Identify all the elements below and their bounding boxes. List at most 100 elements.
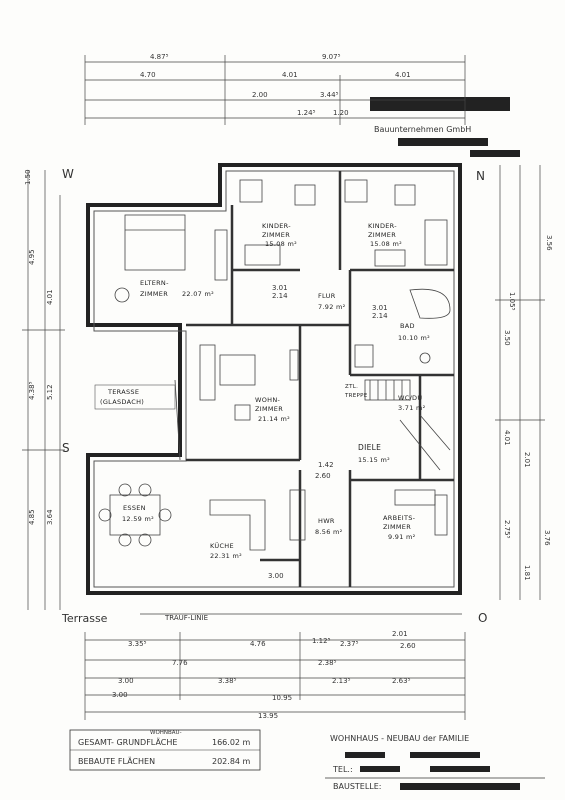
chair-kinder2: [394, 184, 416, 206]
essen-name: ESSEN: [123, 504, 146, 512]
shower-bad: [354, 344, 374, 368]
project-tel: TEL.:: [332, 765, 353, 774]
terasse-name2: (GLASDACH): [100, 398, 144, 406]
dim-right3: 1.05⁵: [508, 292, 516, 311]
dim-left2: 4.95: [28, 249, 36, 265]
dim-left6: 4.85: [28, 509, 36, 525]
kinder1-name2: ZIMMER: [262, 231, 290, 239]
kinder2-area: 15.08 m²: [370, 240, 402, 248]
dim-bot5: 2.01: [392, 630, 408, 638]
dim-top9: 1.20: [333, 109, 349, 117]
desk-arbeit: [394, 489, 436, 506]
gesamt-label: GESAMT- GRUNDFLÄCHE: [78, 737, 177, 747]
dim-bot9: 3.00: [118, 677, 134, 685]
tv-unit: [289, 349, 299, 381]
right-dimensions: [495, 165, 545, 600]
bed-kinder2: [374, 249, 406, 267]
dim-bot10: 3.38⁵: [218, 677, 237, 685]
wc-area: 3.71 m²: [398, 404, 426, 412]
company-label: Bauunternehmen GmbH: [374, 125, 471, 134]
flur-area: 7.92 m²: [318, 303, 346, 311]
dim-top6: 2.00: [252, 91, 268, 99]
hwr-name: HWR: [318, 517, 335, 525]
diele-diagonal: [399, 414, 451, 471]
compass-west: W: [62, 167, 74, 181]
compass-south: S: [62, 441, 70, 455]
wall-inner-lines: [93, 170, 455, 588]
kinder2-name2: ZIMMER: [368, 231, 396, 239]
dim-right6: 2.75⁵: [503, 520, 511, 539]
wohn-area: 21.14 m²: [258, 415, 290, 423]
dim-left3: 4.01: [46, 289, 54, 305]
sink-bad: [419, 352, 431, 364]
wardrobe-right: [424, 219, 448, 266]
dim-top3: 4.70: [140, 71, 156, 79]
dim-top8: 1.24⁵: [297, 109, 316, 117]
sofa-wohn: [219, 354, 256, 386]
dim-top2: 9.07⁵: [322, 53, 341, 61]
kueche-name: KÜCHE: [210, 541, 234, 550]
terasse-name: TERASSE: [107, 388, 139, 396]
flur-name: FLUR: [318, 292, 336, 300]
hwr-area: 8.56 m²: [315, 528, 343, 536]
bottom-dimensions: [84, 632, 466, 720]
dim-bot14: 10.95: [272, 694, 292, 702]
ztl-name: ZTL.: [345, 384, 358, 390]
eltern-name: ELTERN-: [140, 279, 169, 287]
essen-area: 12.59 m²: [122, 515, 154, 523]
kinder2-name: KINDER-: [368, 222, 397, 230]
bebaut-value: 202.84 m: [212, 757, 251, 766]
project-baustelle: BAUSTELLE:: [333, 782, 382, 791]
traufe-label: TRAUF-LINIE: [164, 614, 208, 622]
bad-area: 10.10 m²: [398, 334, 430, 342]
kitchen-counter: [209, 499, 266, 551]
left-dimensions: [22, 170, 65, 610]
arbeit-area: 9.91 m²: [388, 533, 416, 541]
terasse-box: [94, 384, 176, 410]
dim-left4: 4.38⁵: [28, 381, 36, 400]
shelf-arbeit: [434, 494, 448, 536]
bebaut-label: BEBAUTE FLÄCHEN: [78, 756, 155, 766]
top-dimensions: [84, 55, 466, 125]
bed-kinder1: [244, 244, 281, 266]
compass-north: N: [476, 169, 485, 183]
dim-top5: 4.01: [395, 71, 411, 79]
eltern-name2: ZIMMER: [140, 290, 168, 298]
dim-bot8: 2.38⁵: [318, 659, 337, 667]
dim-right7: 3.76: [543, 530, 551, 546]
redacted-address: [398, 138, 488, 146]
dim-right5: 2.01: [523, 452, 531, 468]
stairs: [364, 379, 411, 401]
dim-left5: 5.12: [46, 384, 54, 400]
dim-right4: 4.01: [503, 430, 511, 446]
dim-bot6: 2.60: [400, 642, 416, 650]
dim-right2: 3.50: [503, 330, 511, 346]
dim-bot2: 4.76: [250, 640, 266, 648]
chair-left: [114, 287, 130, 303]
ztl-name2: TREPPE: [344, 393, 368, 399]
compass-east: O: [478, 611, 487, 625]
door-dim2: 2.14: [272, 292, 288, 300]
sofa-side: [199, 344, 216, 401]
terrasse-label: Terrasse: [61, 612, 108, 625]
gesamt-sup: WOHNBAU-: [150, 730, 182, 736]
misc-dim3: 3.00: [268, 572, 284, 580]
door-dim4: 2.14: [372, 312, 388, 320]
diele-name: DIELE: [358, 443, 381, 452]
arbeit-name: ARBEITS-: [383, 514, 416, 522]
misc-dim2: 2.60: [315, 472, 331, 480]
dim-bot15: 13.95: [258, 712, 278, 720]
gesamt-value: 166.02 m: [212, 738, 251, 747]
wardrobe-left: [214, 229, 228, 281]
coffee-table: [234, 404, 251, 421]
diele-area: 15.15 m²: [358, 456, 390, 464]
eltern-area: 22.07 m²: [182, 290, 214, 298]
desk-right: [344, 179, 368, 203]
arbeit-name2: ZIMMER: [383, 523, 411, 531]
bathtub: [409, 288, 451, 319]
dim-top7: 3.44⁵: [320, 91, 339, 99]
redacted-phone: [470, 150, 520, 157]
dim-left7: 3.64: [46, 509, 54, 525]
door-dim3: 3.01: [372, 304, 388, 312]
